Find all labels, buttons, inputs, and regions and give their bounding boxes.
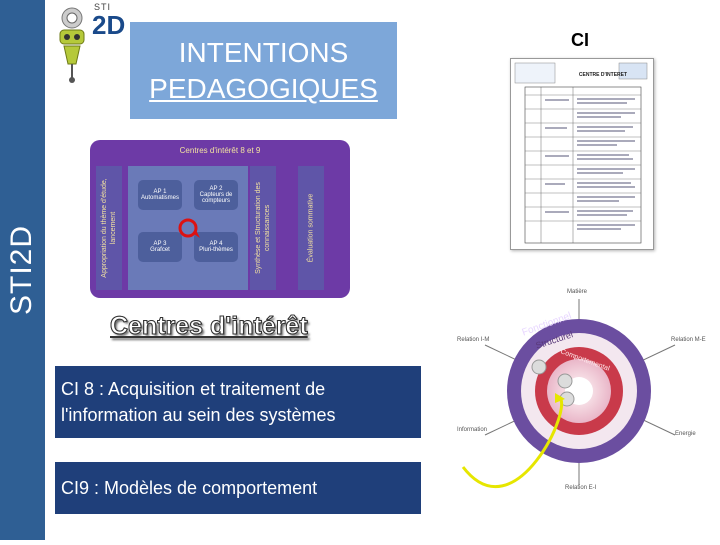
ap2-box: AP 2 Capteurs de compteurs <box>194 180 238 210</box>
diagram-evaluation-band: Évaluation sommative <box>298 166 324 290</box>
ap1-code: AP 1 <box>153 189 167 195</box>
label-relation-me: Relation M-E <box>671 337 706 343</box>
sidebar: STI2D <box>0 0 45 540</box>
document-thumbnail: CENTRE D'INTERET <box>510 58 654 250</box>
systems-rings-figure: Matière Relation I-M Relation M-E Inform… <box>455 285 720 540</box>
label-matiere: Matière <box>567 289 588 295</box>
label-energie: Energie <box>675 431 696 437</box>
label-relation-im: Relation I-M <box>457 337 490 343</box>
label-relation-ei: Relation E-I <box>565 485 597 491</box>
ap3-text: Grafcet <box>150 247 170 253</box>
diagram-evaluation-label: Évaluation sommative <box>307 193 315 263</box>
diagram-synthesis-band: Synthèse et Structuration des connaissan… <box>250 166 276 290</box>
ap2-text: Capteurs de compteurs <box>199 192 233 204</box>
ci-label: CI <box>571 30 589 50</box>
ci8-text: CI 8 : Acquisition et traitement de l'in… <box>61 379 336 425</box>
diagram-synthesis-label: Synthèse et Structuration des connaissan… <box>255 182 271 274</box>
ap3-box: AP 3 Grafcet <box>138 232 182 262</box>
ap1-box: AP 1 Automatismes <box>138 180 182 210</box>
diagram-left-band: Appropriation du thème d'étude, lancemen… <box>96 166 122 290</box>
rotation-arrow-icon <box>178 218 200 238</box>
title-line-2: PEDAGOGIQUES <box>149 72 378 104</box>
sidebar-label: STI2D <box>5 224 38 316</box>
logo-robot-icon <box>59 7 85 83</box>
centres-diagram: Centres d'intérêt 8 et 9 Appropriation d… <box>90 140 350 298</box>
ap3-code: AP 3 <box>153 241 167 247</box>
ci9-box: CI9 : Modèles de comportement <box>55 462 421 514</box>
logo-small-text: STI <box>94 2 112 12</box>
title-box: INTENTIONS PEDAGOGIQUES <box>130 22 397 119</box>
ap4-code: AP 4 <box>209 241 223 247</box>
rings-diagram-icon <box>461 299 676 488</box>
diagram-left-label: Appropriation du thème d'étude, lancemen… <box>101 178 117 278</box>
diagram-activities: AP 1 Automatismes AP 2 Capteurs de compt… <box>128 166 248 290</box>
ap4-text: Pluri-thèmes <box>199 247 233 253</box>
label-information: Information <box>457 427 488 433</box>
ci8-box: CI 8 : Acquisition et traitement de l'in… <box>55 366 421 438</box>
ci9-text: CI9 : Modèles de comportement <box>61 477 318 498</box>
logo-big-text: 2D <box>92 10 126 40</box>
sti2d-logo: STI 2D <box>50 0 140 85</box>
document-heading: CENTRE D'INTERET <box>578 72 628 78</box>
title-line-1: INTENTIONS <box>178 36 349 68</box>
diagram-title: Centres d'intérêt 8 et 9 <box>179 146 261 155</box>
document-table-icon <box>514 62 648 244</box>
centres-heading: Centres d'intérêt <box>110 312 309 341</box>
ap2-code: AP 2 <box>209 186 223 192</box>
ap1-text: Automatismes <box>140 195 179 201</box>
ap4-box: AP 4 Pluri-thèmes <box>194 232 238 262</box>
